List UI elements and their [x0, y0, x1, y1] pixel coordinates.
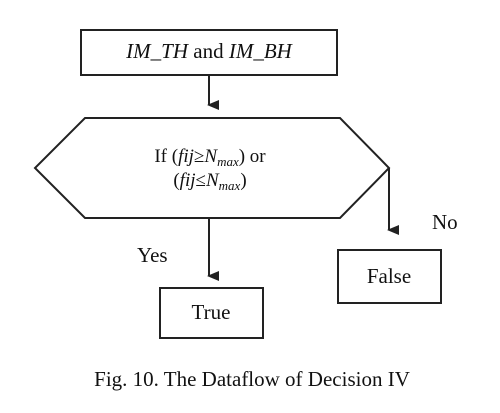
decision-hexagon [33, 117, 391, 219]
true-box [159, 287, 264, 339]
figure-caption: Fig. 10. The Dataflow of Decision IV [94, 367, 410, 391]
no-label: No [432, 210, 458, 234]
start-box-label: IM_TH and IM_BH [125, 39, 293, 63]
decision-condition-line2: (fij≤Nmax) [173, 170, 246, 193]
start-box [80, 29, 338, 76]
yes-label: Yes [137, 243, 168, 267]
false-box [337, 249, 442, 304]
true-label: True [192, 300, 231, 324]
decision-condition-line1: If (fij≥Nmax) or [154, 146, 266, 169]
false-label: False [367, 264, 411, 288]
